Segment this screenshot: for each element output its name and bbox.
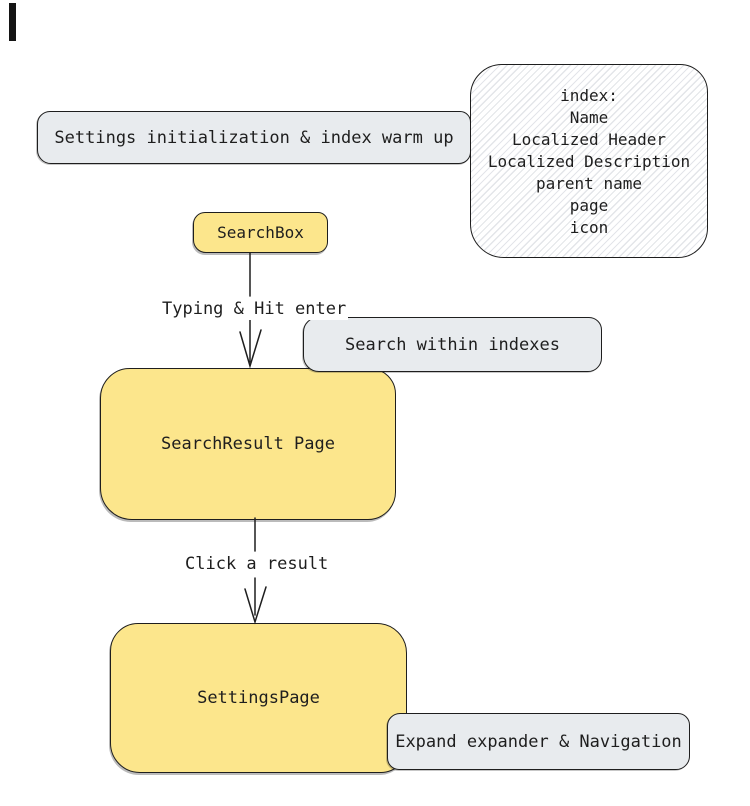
node-settings-page: SettingsPage [110, 623, 407, 773]
node-label: SettingsPage [197, 688, 320, 708]
node-searchbox: SearchBox [193, 212, 328, 253]
index-field-line: icon [569, 218, 609, 237]
index-field-line: parent name [536, 174, 642, 193]
edge-label-typing: Typing & Hit enter [160, 298, 349, 320]
node-label: Search within indexes [345, 334, 560, 355]
node-searchresult-page: SearchResult Page [100, 368, 396, 520]
node-label: Settings initialization & index warm up [54, 127, 454, 148]
node-index-fields: index: Name Localized Header Localized D… [470, 64, 708, 258]
index-field-line: page [569, 196, 609, 215]
node-label: Expand expander & Navigation [395, 731, 682, 752]
index-field-line: Localized Description [487, 152, 691, 171]
index-field-line: Name [569, 108, 609, 127]
index-field-line: Localized Header [511, 130, 667, 149]
node-search-within-indexes: Search within indexes [303, 317, 602, 372]
black-mark [9, 3, 16, 41]
node-label: SearchBox [217, 223, 304, 242]
node-settings-initialization: Settings initialization & index warm up [37, 111, 471, 164]
edge-label-click: Click a result [183, 553, 331, 575]
index-field-line: index: [560, 86, 618, 105]
node-label: SearchResult Page [161, 434, 335, 454]
node-expand-expander-navigation: Expand expander & Navigation [387, 713, 690, 770]
